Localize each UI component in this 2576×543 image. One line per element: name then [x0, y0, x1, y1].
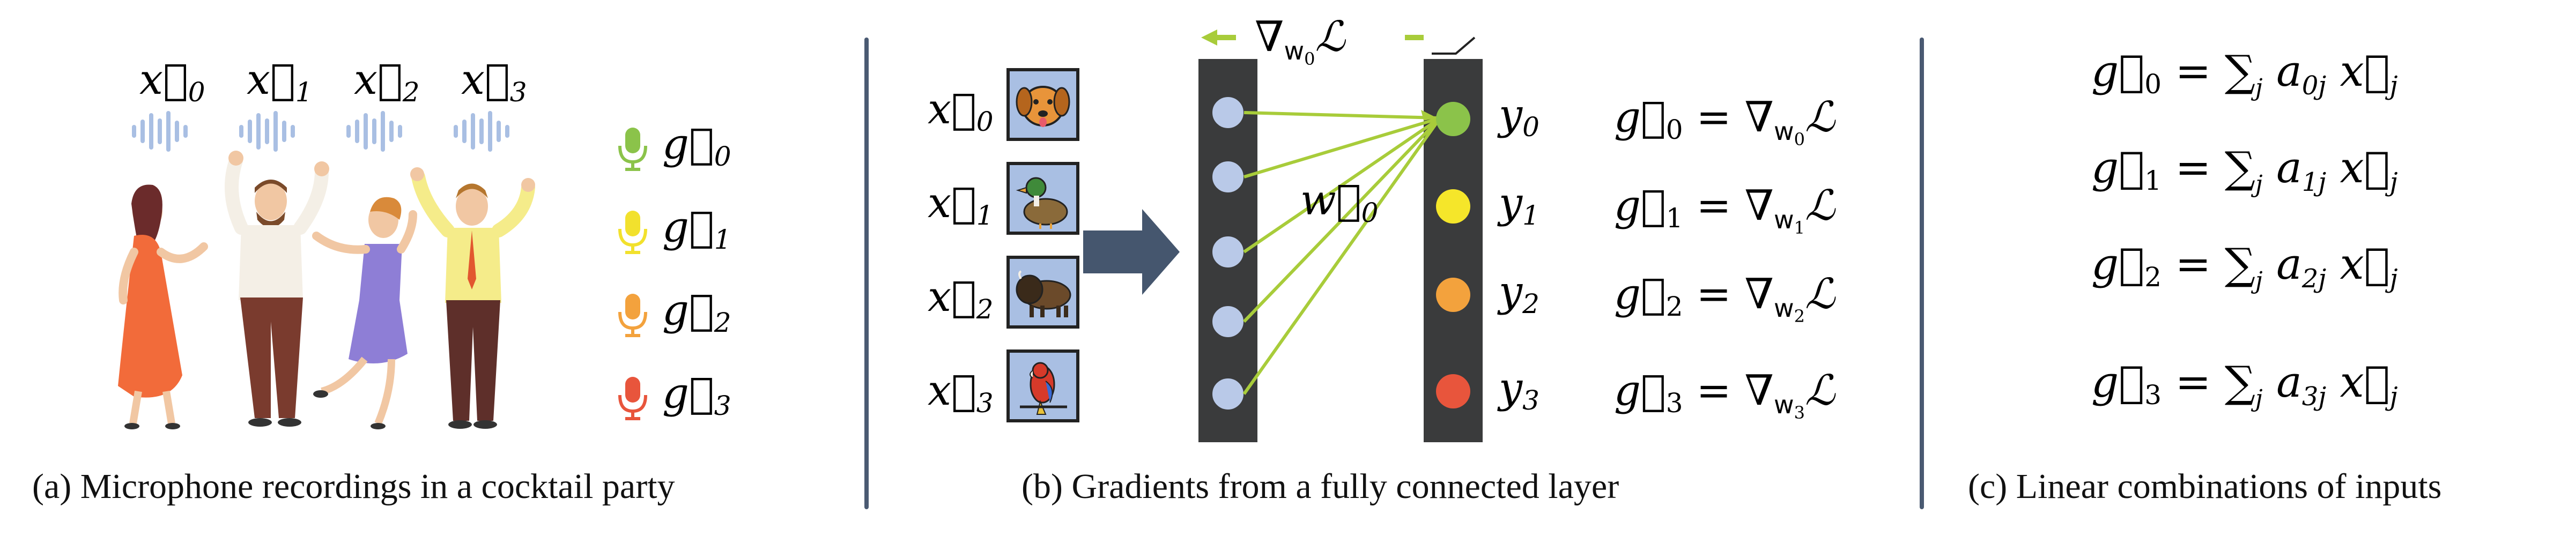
output-neuron-0 — [1436, 102, 1470, 136]
bison-icon — [1006, 256, 1079, 329]
linear-combination-equations: g⃗0 = ∑j a0j x⃗j g⃗1 = ∑j a1j x⃗j g⃗2 = … — [2091, 46, 2398, 412]
microphone-icons — [618, 128, 647, 420]
caption-a: (a) Microphone recordings in a cocktail … — [32, 467, 675, 506]
panel-a-figure: x⃗0 x⃗1 x⃗2 x⃗3 — [118, 56, 731, 429]
grad-label-3: g⃗3 — [662, 369, 731, 421]
output-neuron-2 — [1436, 278, 1470, 312]
panel-c-figure: g⃗0 = ∑j a0j x⃗j g⃗1 = ∑j a1j x⃗j g⃗2 = … — [2091, 46, 2398, 412]
sound-wave-icons — [132, 111, 509, 152]
sound-wave-icon-2 — [346, 111, 402, 152]
caption-c: (c) Linear combinations of inputs — [1968, 467, 2442, 506]
output-labels: y0 y1 y2 y3 — [1497, 91, 1539, 416]
grad-eq-2: g⃗2 = ∇w2ℒ — [1614, 270, 1836, 326]
grad-label-1: g⃗1 — [662, 203, 731, 255]
lin-eq-0: g⃗0 = ∑j a0j x⃗j — [2091, 46, 2398, 101]
b-input-label-1: x⃗1 — [928, 179, 994, 231]
grad-eq-1: g⃗1 = ∇w1ℒ — [1614, 182, 1836, 238]
person-woman-purple-dress — [312, 197, 417, 429]
duck-icon — [1006, 162, 1079, 235]
microphone-icon-3 — [618, 377, 647, 420]
panel-b: x⃗0 x⃗1 x⃗2 x⃗3 — [879, 0, 1909, 543]
b-input-label-3: x⃗3 — [928, 367, 994, 419]
divider-1 — [864, 38, 869, 509]
b-input-label-0: x⃗0 — [928, 85, 994, 137]
output-neuron-3 — [1436, 374, 1470, 408]
output-neurons — [1436, 102, 1470, 408]
top-gradient-label: ∇w0ℒ — [1255, 13, 1346, 69]
panel-a: x⃗0 x⃗1 x⃗2 x⃗3 — [0, 0, 858, 543]
divider-2 — [1920, 38, 1924, 509]
output-label-3: y3 — [1497, 364, 1539, 416]
input-neurons — [1211, 96, 1245, 411]
person-man-yellow-shirt — [410, 167, 535, 429]
output-label-0: y0 — [1497, 91, 1539, 143]
weight-label: w⃗0 — [1300, 176, 1378, 228]
weight-connections — [1242, 111, 1439, 395]
input-label-2: x⃗2 — [354, 56, 420, 108]
sound-wave-icon-0 — [132, 111, 188, 152]
output-label-1: y1 — [1497, 179, 1539, 231]
person-man-white-shirt — [225, 151, 329, 427]
input-neuron-0 — [1211, 96, 1245, 129]
gradient-equations: g⃗0 = ∇w0ℒ g⃗1 = ∇w1ℒ g⃗2 = ∇w2ℒ g⃗3 = ∇… — [1614, 93, 1836, 423]
panel-c: g⃗0 = ∑j a0j x⃗j g⃗1 = ∑j a1j x⃗j g⃗2 = … — [1930, 0, 2576, 543]
grad-eq-0: g⃗0 = ∇w0ℒ — [1614, 93, 1836, 150]
input-image-tiles — [1006, 68, 1079, 422]
input-neuron-2 — [1211, 235, 1245, 269]
input-neuron-1 — [1211, 160, 1245, 194]
input-label-3: x⃗3 — [461, 56, 527, 108]
dog-icon — [1006, 68, 1079, 141]
sound-wave-icon-3 — [454, 111, 509, 152]
panel-a-grad-labels: g⃗0 g⃗1 g⃗2 g⃗3 — [662, 120, 731, 421]
panel-a-input-labels: x⃗0 x⃗1 x⃗2 x⃗3 — [139, 56, 527, 108]
arrowheads — [1421, 110, 1437, 121]
sound-wave-icon-1 — [239, 111, 295, 152]
output-label-2: y2 — [1497, 267, 1539, 319]
microphone-icon-1 — [618, 211, 647, 254]
grad-eq-3: g⃗3 = ∇w3ℒ — [1614, 367, 1836, 423]
input-neuron-3 — [1211, 305, 1245, 338]
lin-eq-2: g⃗2 = ∑j a2j x⃗j — [2091, 239, 2398, 294]
input-label-0: x⃗0 — [139, 56, 205, 108]
output-neuron-1 — [1436, 189, 1470, 224]
panel-b-figure: x⃗0 x⃗1 x⃗2 x⃗3 — [928, 13, 1836, 442]
microphone-icon-2 — [618, 294, 647, 337]
party-people-illustration — [118, 151, 535, 429]
person-woman-orange-dress — [118, 184, 208, 429]
b-input-label-2: x⃗2 — [928, 273, 994, 325]
grad-label-2: g⃗2 — [662, 286, 731, 338]
forward-arrow-icon — [1083, 209, 1180, 295]
caption-b: (b) Gradients from a fully connected lay… — [1021, 467, 1619, 506]
lin-eq-1: g⃗1 = ∑j a1j x⃗j — [2091, 143, 2398, 198]
lin-eq-3: g⃗3 = ∑j a3j x⃗j — [2091, 357, 2398, 412]
backprop-gradient-indicator: ∇w0ℒ — [1201, 13, 1476, 69]
parrot-icon — [1006, 349, 1079, 422]
grad-label-0: g⃗0 — [662, 120, 731, 172]
input-neuron-4 — [1211, 377, 1245, 411]
input-label-1: x⃗1 — [247, 56, 313, 108]
microphone-icon-0 — [618, 128, 647, 171]
panel-b-input-labels: x⃗0 x⃗1 x⃗2 x⃗3 — [928, 85, 994, 419]
